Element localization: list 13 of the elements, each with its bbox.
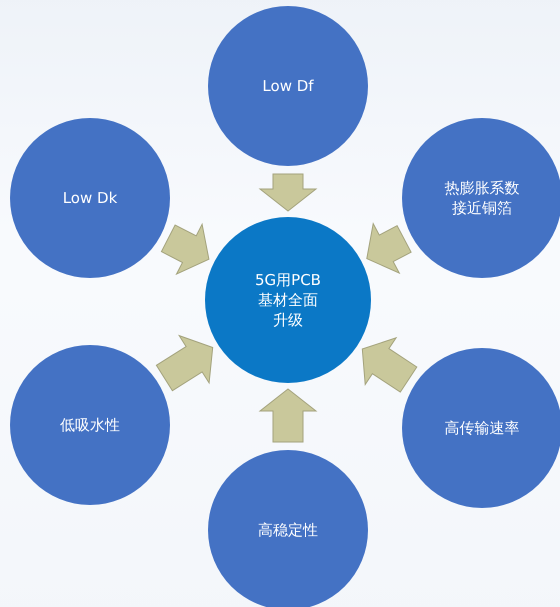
block-arrow xyxy=(362,336,418,393)
node-label: 高稳定性 xyxy=(258,520,318,540)
block-arrow xyxy=(258,388,318,442)
node-label: Low Dk xyxy=(62,188,118,208)
node-label: 5G用PCB基材全面升级 xyxy=(254,270,322,330)
node-label: 热膨胀系数接近铜箔 xyxy=(444,178,520,218)
node-label: 高传输速率 xyxy=(444,418,520,438)
block-arrow xyxy=(258,174,318,212)
block-arrow xyxy=(366,222,412,274)
block-arrow xyxy=(160,222,210,276)
block-arrow xyxy=(156,334,214,392)
node-label: Low Df xyxy=(262,76,314,96)
node-label: 低吸水性 xyxy=(60,415,120,435)
